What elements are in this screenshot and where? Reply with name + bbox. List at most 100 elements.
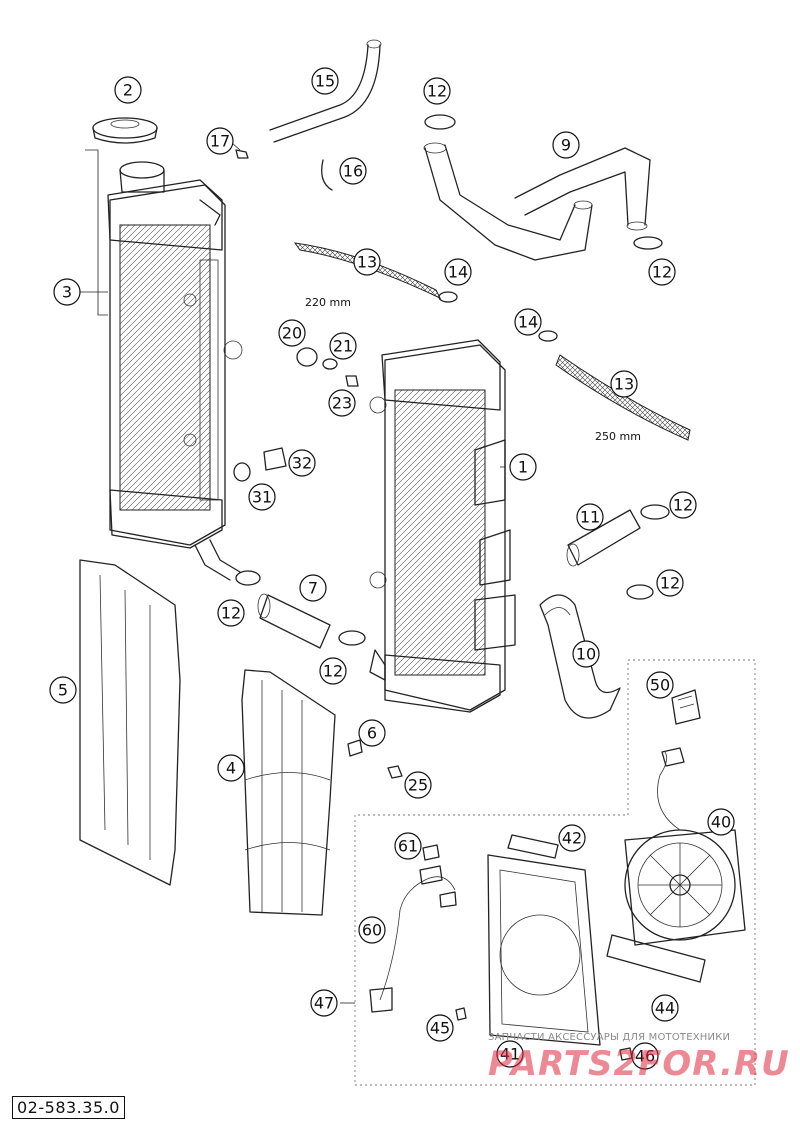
svg-text:5: 5 [58,681,68,700]
callout-10: 10 [572,640,600,668]
callout-6: 6 [358,719,386,747]
svg-text:61: 61 [398,837,418,856]
svg-text:9: 9 [561,136,571,155]
callout-7: 7 [299,574,327,602]
wiring-harness [369,844,457,1013]
svg-text:14: 14 [448,263,468,282]
svg-text:14: 14 [518,313,538,332]
callout-42: 42 [558,824,586,852]
callout-25: 25 [404,771,432,799]
svg-text:25: 25 [408,776,428,795]
svg-text:12: 12 [673,496,693,515]
callout-44: 44 [651,994,679,1022]
svg-text:4: 4 [226,759,236,778]
svg-text:12: 12 [221,604,241,623]
svg-text:11: 11 [580,508,600,527]
callout-31: 31 [248,483,276,511]
radiator-cap [92,117,158,144]
callout-20: 20 [278,319,306,347]
callout-11: 11 [576,503,604,531]
svg-text:23: 23 [332,394,352,413]
svg-text:12: 12 [323,662,343,681]
callout-12-left: 12 [217,599,245,627]
callout-50: 50 [646,671,674,699]
hose-length-250: 250 mm [595,430,641,443]
svg-text:1: 1 [518,458,528,477]
hose-15 [269,39,382,143]
hose-10 [539,594,621,719]
svg-text:3: 3 [62,283,72,302]
svg-text:45: 45 [430,1019,450,1038]
leader-lines [80,142,505,1004]
temperature-switch [671,689,701,725]
callout-4: 4 [217,754,245,782]
hose-length-220: 220 mm [305,296,351,309]
svg-text:13: 13 [357,253,377,272]
hose-9-y-pipe [423,142,651,261]
callout-13-left: 13 [353,248,381,276]
svg-text:10: 10 [576,645,596,664]
fan-kit-outline [354,659,756,1086]
right-radiator [369,339,516,713]
fan-assembly [624,747,746,946]
watermark-caption: ЗАПЧАСТИ АКСЕССУАРЫ ДЛЯ МОТОТЕХНИКИ [488,1032,731,1043]
callout-23: 23 [328,389,356,417]
callout-41: 41 [496,1040,524,1068]
small-fittings [233,149,403,779]
callout-32: 32 [288,449,316,477]
left-radiator [107,179,243,549]
diagram-code: 02-583.35.0 [12,1096,125,1119]
svg-text:6: 6 [367,724,377,743]
callout-3: 3 [53,278,81,306]
svg-text:2: 2 [123,81,133,100]
svg-text:15: 15 [315,72,335,91]
svg-text:40: 40 [711,813,731,832]
foam-strip [507,834,559,859]
svg-text:12: 12 [652,263,672,282]
svg-text:31: 31 [252,488,272,507]
watermark: ЗАПЧАСТИ АКСЕССУАРЫ ДЛЯ МОТОТЕХНИКИ PART… [488,1032,790,1092]
fan-shroud-plate [487,854,601,1046]
svg-text:50: 50 [650,676,670,695]
callout-17: 17 [206,127,234,155]
fan-plate-44 [606,934,706,983]
callout-5: 5 [49,676,77,704]
hose-13-220mm [293,242,442,300]
svg-text:32: 32 [292,454,312,473]
left-radiator-outlet-pipe [194,539,241,581]
svg-text:12: 12 [660,574,680,593]
callout-1: 1 [509,453,537,481]
callout-21: 21 [329,332,357,360]
radiator-guard-small [241,669,336,916]
callout-2: 2 [114,76,142,104]
callout-40: 40 [707,808,735,836]
callout-61: 61 [394,832,422,860]
hose-11 [566,509,641,567]
svg-text:17: 17 [210,132,230,151]
svg-text:7: 7 [308,579,318,598]
svg-text:44: 44 [655,999,675,1018]
callout-9: 9 [552,131,580,159]
watermark-logo: PARTS2FOR.RU [488,1044,790,1084]
svg-text:21: 21 [333,337,353,356]
callout-14-left: 14 [444,258,472,286]
hose-7 [257,593,331,649]
svg-text:20: 20 [282,324,302,343]
callout-15: 15 [311,67,339,95]
callout-13-right: 13 [610,370,638,398]
svg-text:47: 47 [314,994,334,1013]
svg-text:12: 12 [427,82,447,101]
callout-46: 46 [631,1042,659,1070]
svg-text:13: 13 [614,375,634,394]
radiator-guard-large [79,559,181,886]
callout-12-right-mid: 12 [669,491,697,519]
svg-text:60: 60 [362,921,382,940]
callout-12-center: 12 [319,657,347,685]
svg-text:41: 41 [500,1045,520,1064]
svg-text:42: 42 [562,829,582,848]
callout-45: 45 [426,1014,454,1042]
callout-60: 60 [358,916,386,944]
callout-16: 16 [339,157,367,185]
callout-12-right-low: 12 [656,569,684,597]
